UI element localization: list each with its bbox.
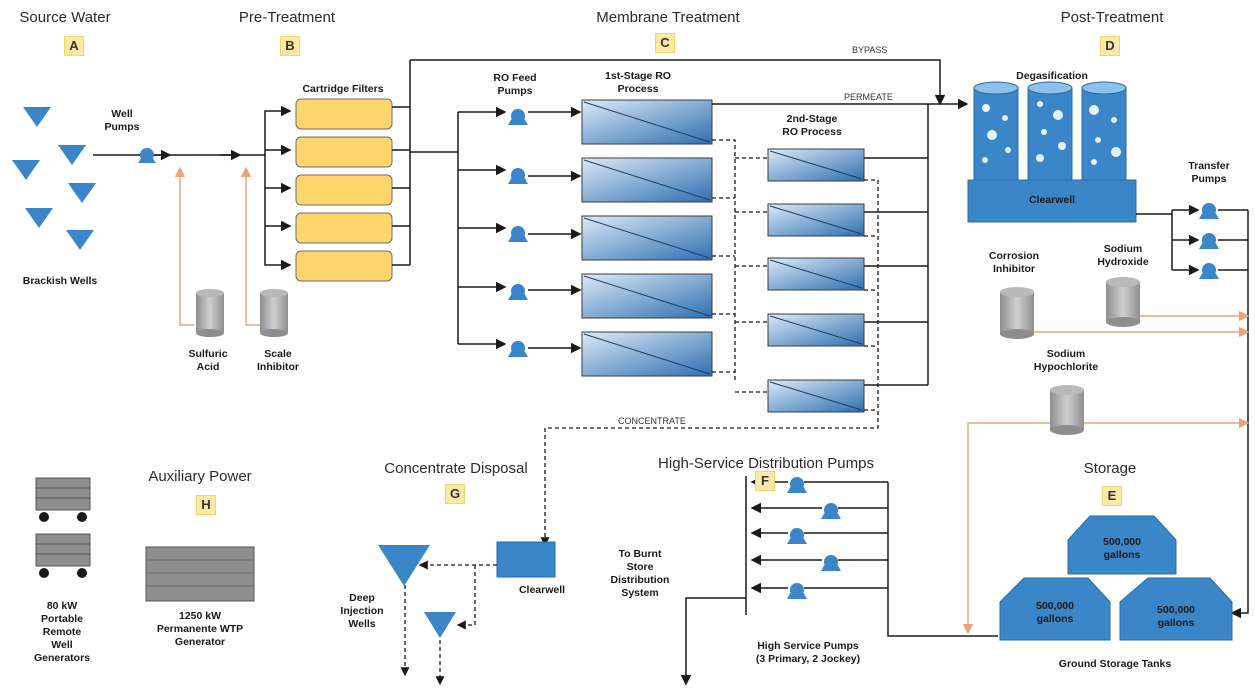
label-80kw-generators: 80 kW Portable Remote Well Generators — [33, 600, 91, 664]
label-concentrate-clearwell: Clearwell — [518, 584, 566, 596]
corrosion-inhibitor-tank-icon — [1000, 287, 1034, 339]
label-post-clearwell: Clearwell — [1028, 194, 1076, 206]
label-sodium-hydroxide: Sodium Hydroxide — [1097, 243, 1149, 268]
label-tank-top: 500,000 gallons — [1103, 536, 1141, 561]
label-high-service-pumps: High Service Pumps (3 Primary, 2 Jockey) — [755, 640, 861, 665]
filter-outlet-lines — [392, 59, 946, 266]
section-title-post-treatment: Post-Treatment — [1060, 9, 1164, 26]
post-chemical-lines — [962, 310, 1250, 635]
sodium-hydroxide-tank-icon — [1106, 277, 1140, 327]
label-scale-inhibitor: Scale Inhibitor — [257, 348, 299, 373]
label-to-burnt-store: To Burnt Store Distribution System — [610, 548, 670, 599]
badge-f: F — [755, 471, 775, 491]
section-title-high-service: High-Service Distribution Pumps — [658, 455, 874, 472]
chemical-feed-lines — [174, 166, 262, 326]
permanent-generator-icon — [145, 546, 255, 602]
high-service-pumps-icon — [787, 477, 841, 599]
label-degasification: Degasification — [1016, 70, 1088, 82]
section-title-auxiliary-power: Auxiliary Power — [148, 468, 252, 485]
label-tank-right: 500,000 gallons — [1157, 604, 1195, 629]
section-title-membrane-treatment: Membrane Treatment — [596, 9, 740, 26]
permeate-lines — [712, 98, 969, 386]
badge-d: D — [1100, 36, 1120, 56]
portable-generators-icon — [35, 477, 91, 578]
well-pump-icon — [138, 148, 156, 163]
badge-e: E — [1102, 486, 1122, 506]
ro-feed-header — [457, 106, 582, 354]
label-corrosion-inhibitor: Corrosion Inhibitor — [988, 250, 1040, 275]
concentrate-injection-lines — [400, 560, 497, 686]
sulfuric-acid-tank-icon — [196, 289, 224, 337]
transfer-pumps-icon — [1199, 203, 1219, 279]
badge-b: B — [280, 36, 300, 56]
section-title-source-water: Source Water — [19, 9, 111, 26]
label-permeate: PERMEATE — [844, 92, 893, 102]
label-1250kw-generator: 1250 kW Permanente WTP Generator — [156, 610, 244, 648]
label-concentrate: CONCENTRATE — [618, 416, 686, 426]
section-title-pre-treatment: Pre-Treatment — [238, 9, 336, 26]
section-title-storage: Storage — [1083, 460, 1137, 477]
label-bypass: BYPASS — [852, 45, 888, 55]
label-transfer-pumps: Transfer Pumps — [1188, 160, 1230, 185]
second-stage-ro-vessels — [767, 148, 865, 413]
transfer-line — [1136, 204, 1249, 619]
label-second-stage-ro: 2nd-Stage RO Process — [782, 113, 842, 138]
label-sodium-hypochlorite: Sodium Hypochlorite — [1033, 348, 1099, 373]
scale-inhibitor-tank-icon — [260, 289, 288, 337]
first-stage-ro-vessels — [581, 99, 713, 377]
label-sulfuric-acid: Sulfuric Acid — [188, 348, 228, 373]
label-deep-injection-wells: Deep Injection Wells — [340, 592, 384, 630]
ground-storage-tanks — [999, 515, 1233, 641]
label-ground-storage: Ground Storage Tanks — [1058, 658, 1172, 670]
concentrate-clearwell — [496, 541, 556, 578]
sodium-hypochlorite-tank-icon — [1050, 385, 1084, 435]
badge-g: G — [445, 484, 465, 504]
section-title-concentrate-disposal: Concentrate Disposal — [384, 460, 528, 477]
label-ro-feed-pumps: RO Feed Pumps — [493, 72, 537, 97]
label-cartridge-filters: Cartridge Filters — [302, 83, 384, 95]
badge-h: H — [196, 495, 216, 515]
badge-c: C — [655, 33, 675, 53]
ro-feed-pumps-icon — [508, 109, 528, 357]
label-first-stage-ro: 1st-Stage RO Process — [605, 70, 671, 95]
label-well-pumps: Well Pumps — [104, 108, 140, 133]
concentrate-lines — [540, 139, 879, 547]
badge-a: A — [64, 36, 84, 56]
label-tank-left: 500,000 gallons — [1036, 600, 1074, 625]
brackish-wells-icon — [12, 107, 96, 250]
degasification-towers — [973, 81, 1127, 187]
post-clearwell — [967, 179, 1137, 223]
feed-line — [93, 105, 292, 271]
cartridge-filters — [295, 98, 393, 282]
label-brackish-wells: Brackish Wells — [22, 275, 98, 287]
deep-injection-wells-icon — [378, 545, 456, 638]
